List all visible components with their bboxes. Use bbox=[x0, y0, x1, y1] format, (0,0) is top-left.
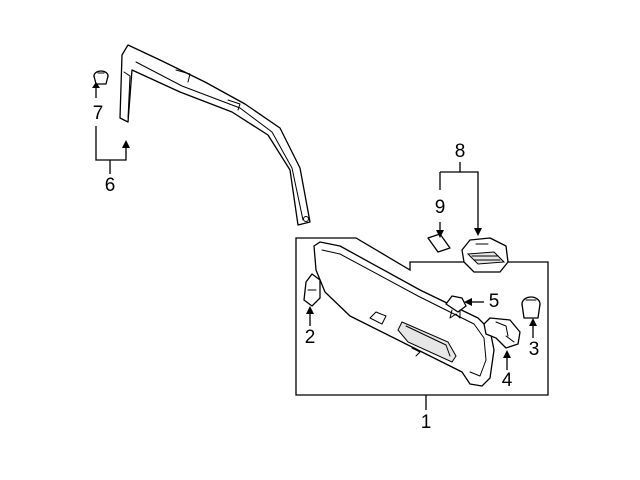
callout-3: 3 bbox=[529, 339, 540, 360]
callout-6: 6 bbox=[105, 175, 116, 196]
pad-part-9 bbox=[427, 233, 451, 253]
cap-part-3 bbox=[521, 296, 541, 319]
callout-5: 5 bbox=[489, 291, 500, 312]
callout-4: 4 bbox=[502, 370, 513, 391]
callout-8: 8 bbox=[455, 141, 466, 162]
lower-trim-panel bbox=[313, 241, 495, 387]
leader-lines bbox=[92, 82, 537, 410]
clip-part-7 bbox=[93, 70, 109, 85]
callout-9: 9 bbox=[435, 197, 446, 218]
callout-7: 7 bbox=[93, 103, 104, 124]
clip-part-2 bbox=[303, 273, 321, 307]
cover-pad-part-8 bbox=[461, 237, 509, 273]
callout-2: 2 bbox=[305, 327, 316, 348]
upper-pillar-trim bbox=[119, 44, 311, 226]
callout-1: 1 bbox=[421, 412, 432, 433]
bracket-part-4 bbox=[483, 317, 521, 349]
